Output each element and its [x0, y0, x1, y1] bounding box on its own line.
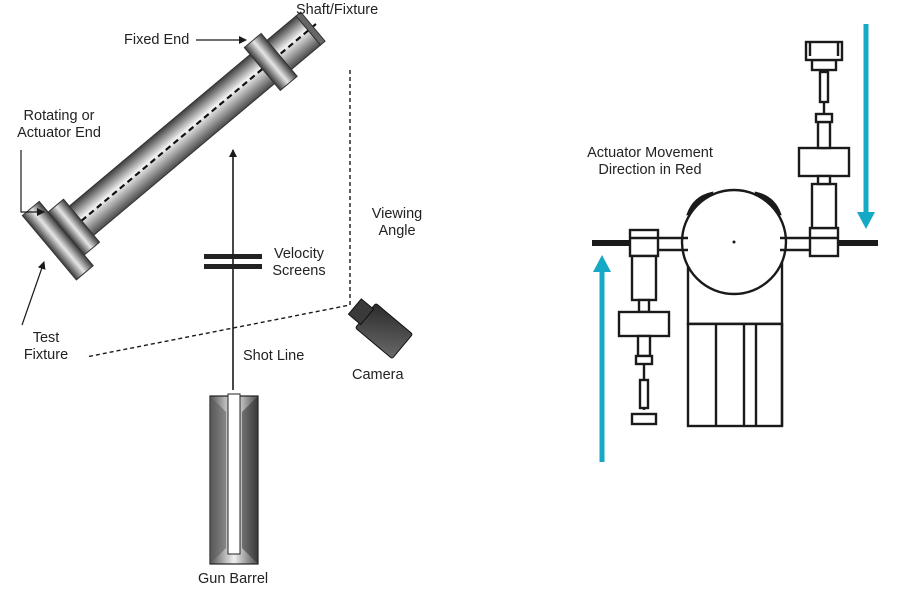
right-actuator-cylinder: [810, 182, 838, 230]
actuator-movement-label: Actuator Movement Direction in Red: [572, 145, 728, 179]
left-actuator-rod-b: [636, 334, 652, 358]
gun-barrel: [209, 393, 259, 565]
legs-block: [686, 322, 784, 428]
viewing-angle-line: [85, 70, 351, 358]
barrel-bore: [227, 393, 241, 555]
velocity-screen-upper: [204, 254, 262, 259]
left-actuator-block: [617, 310, 671, 338]
viewing-angle-label: Viewing Angle: [364, 206, 430, 240]
right-actuator-head: [808, 226, 840, 258]
right-actuator-block: [797, 146, 851, 178]
test-fixture-label: Test Fixture: [14, 330, 78, 364]
velocity-screens-label-line2: Screens: [272, 263, 326, 279]
actuator-movement-label-line2: Direction in Red: [598, 162, 702, 178]
right-actuator-rod-a: [816, 120, 832, 150]
right-actuator-rod-b: [814, 112, 834, 124]
left-actuator-head: [628, 228, 660, 258]
right-actuator-mount: [810, 58, 838, 72]
shaft-fixture-label: Shaft/Fixture: [296, 2, 379, 18]
viewing-angle-label-line1: Viewing: [371, 206, 423, 222]
right-actuator-top: [804, 40, 844, 62]
rotary-center-dot: [732, 240, 736, 244]
right-actuator-rod-d: [818, 70, 830, 104]
left-actuator-cylinder: [630, 254, 658, 302]
gun-barrel-label: Gun Barrel: [198, 571, 269, 587]
shaft-fixture: [21, 11, 326, 281]
rotating-end-collar: [47, 198, 101, 256]
shaft-centerline: [73, 20, 320, 228]
barrel-bevel-right: [242, 396, 258, 564]
left-actuator-foot: [630, 412, 658, 426]
right-diagram: [592, 24, 878, 462]
fixed-end-cap: [295, 11, 326, 46]
rotating-end-label-line2: Actuator End: [17, 125, 101, 141]
velocity-screen-lower: [204, 264, 262, 269]
actuator-movement-label-line1: Actuator Movement: [587, 145, 713, 161]
shot-line-label: Shot Line: [243, 348, 305, 364]
fixed-end-collar: [243, 32, 298, 92]
left-diagram: [20, 11, 413, 565]
up-direction-arrow-head: [593, 255, 611, 272]
rotating-end-label: Rotating or Actuator End: [4, 108, 114, 142]
camera-label: Camera: [352, 367, 404, 383]
camera: [347, 298, 413, 359]
fixed-end-label: Fixed End: [124, 32, 190, 48]
left-actuator-rod-a: [637, 298, 651, 314]
left-base-bar: [592, 240, 632, 246]
down-direction-arrow-head: [857, 212, 875, 229]
viewing-angle-label-line2: Angle: [378, 223, 416, 239]
velocity-screens-label-line1: Velocity: [274, 246, 324, 262]
camera-lens: [347, 298, 375, 326]
velocity-screens-label: Velocity Screens: [266, 246, 332, 280]
right-base-bar: [838, 240, 878, 246]
rotating-end-label-line1: Rotating or: [23, 108, 95, 124]
barrel-bevel-left: [210, 396, 226, 564]
test-fixture-label-line1: Test: [32, 330, 60, 346]
right-actuator-collar: [816, 174, 832, 186]
test-fixture-leader: [21, 261, 46, 326]
left-actuator-rod-c: [634, 354, 654, 366]
rotating-end-leader: [20, 150, 45, 216]
test-fixture-label-line2: Fixture: [23, 347, 69, 363]
left-actuator-rod-e: [638, 378, 650, 410]
